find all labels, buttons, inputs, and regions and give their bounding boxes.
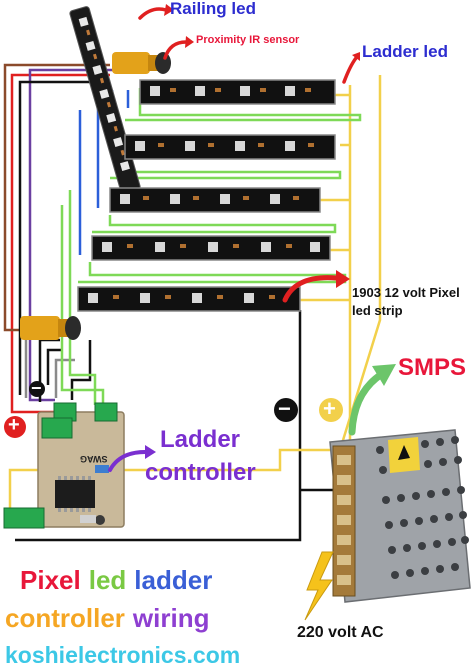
smps-power-supply: [329, 429, 471, 603]
led-strip-2: [124, 134, 336, 160]
green-wire-3: [92, 215, 337, 234]
green-wire-6: [60, 205, 105, 405]
ladder-led-strips: [77, 79, 336, 312]
ladder-controller-label-line1: Ladder: [160, 426, 241, 453]
website-label: koshielectronics.com: [5, 642, 241, 668]
led-strip-5: [77, 286, 301, 312]
smps-label: SMPS: [398, 354, 467, 381]
sensor-arrow-icon: [163, 40, 188, 60]
black-wire-1: [18, 80, 104, 395]
arrows: [108, 4, 396, 472]
ladder-controller-label-line2: controller: [145, 459, 256, 486]
ac-input-label: 220 volt AC: [297, 624, 384, 641]
proximity-sensor-label: Proximity IR sensor: [196, 34, 300, 46]
title-word: wiring: [132, 603, 210, 633]
pcb-marking: SWAG: [80, 454, 108, 464]
railing-led-label: Railing led: [170, 0, 256, 18]
plus-symbol-left: +: [8, 414, 20, 436]
title-word: Pixel: [20, 565, 81, 595]
ladder-led-label: Ladder led: [362, 42, 448, 61]
title-word: controller: [5, 603, 125, 633]
green-wire-4: [78, 262, 347, 284]
proximity-sensor-top: [112, 52, 171, 74]
railing-arrow-icon: [138, 7, 168, 20]
led-strip-3: [109, 187, 321, 213]
led-strip-1: [139, 79, 336, 105]
ladder-arrow-icon: [342, 56, 358, 84]
minus-symbol-left: −: [31, 378, 42, 398]
green-wire-1: [125, 88, 362, 122]
smps-arrow-icon: [348, 370, 386, 436]
controller-arrow-icon: [108, 450, 147, 472]
controller-pcb: [3, 402, 125, 529]
lightning-icon: [304, 551, 334, 621]
purple-wire: [28, 68, 118, 402]
brown-wire: [3, 63, 110, 332]
grey-wire-2: [54, 358, 75, 398]
black-wire-main: [15, 310, 302, 542]
title-word: ladder: [134, 565, 213, 595]
green-wire-2: [110, 160, 342, 180]
yellow-wire-bottom: [8, 448, 340, 510]
title-word: led: [88, 565, 127, 595]
black-wire-3: [46, 348, 62, 385]
plus-badge-right: [319, 398, 343, 422]
minus-badge-left: [29, 381, 45, 397]
minus-badge-right: [274, 398, 298, 422]
pixel-strip-label: 1903 12 volt Pixel led strip: [352, 285, 460, 319]
strip-arrow-icon: [282, 275, 339, 303]
plus-badge-left: [4, 416, 26, 438]
plus-symbol-right: +: [323, 396, 336, 421]
proximity-sensor-bottom: [20, 316, 81, 340]
minus-symbol-right: −: [278, 396, 291, 421]
led-strip-4: [91, 235, 331, 261]
